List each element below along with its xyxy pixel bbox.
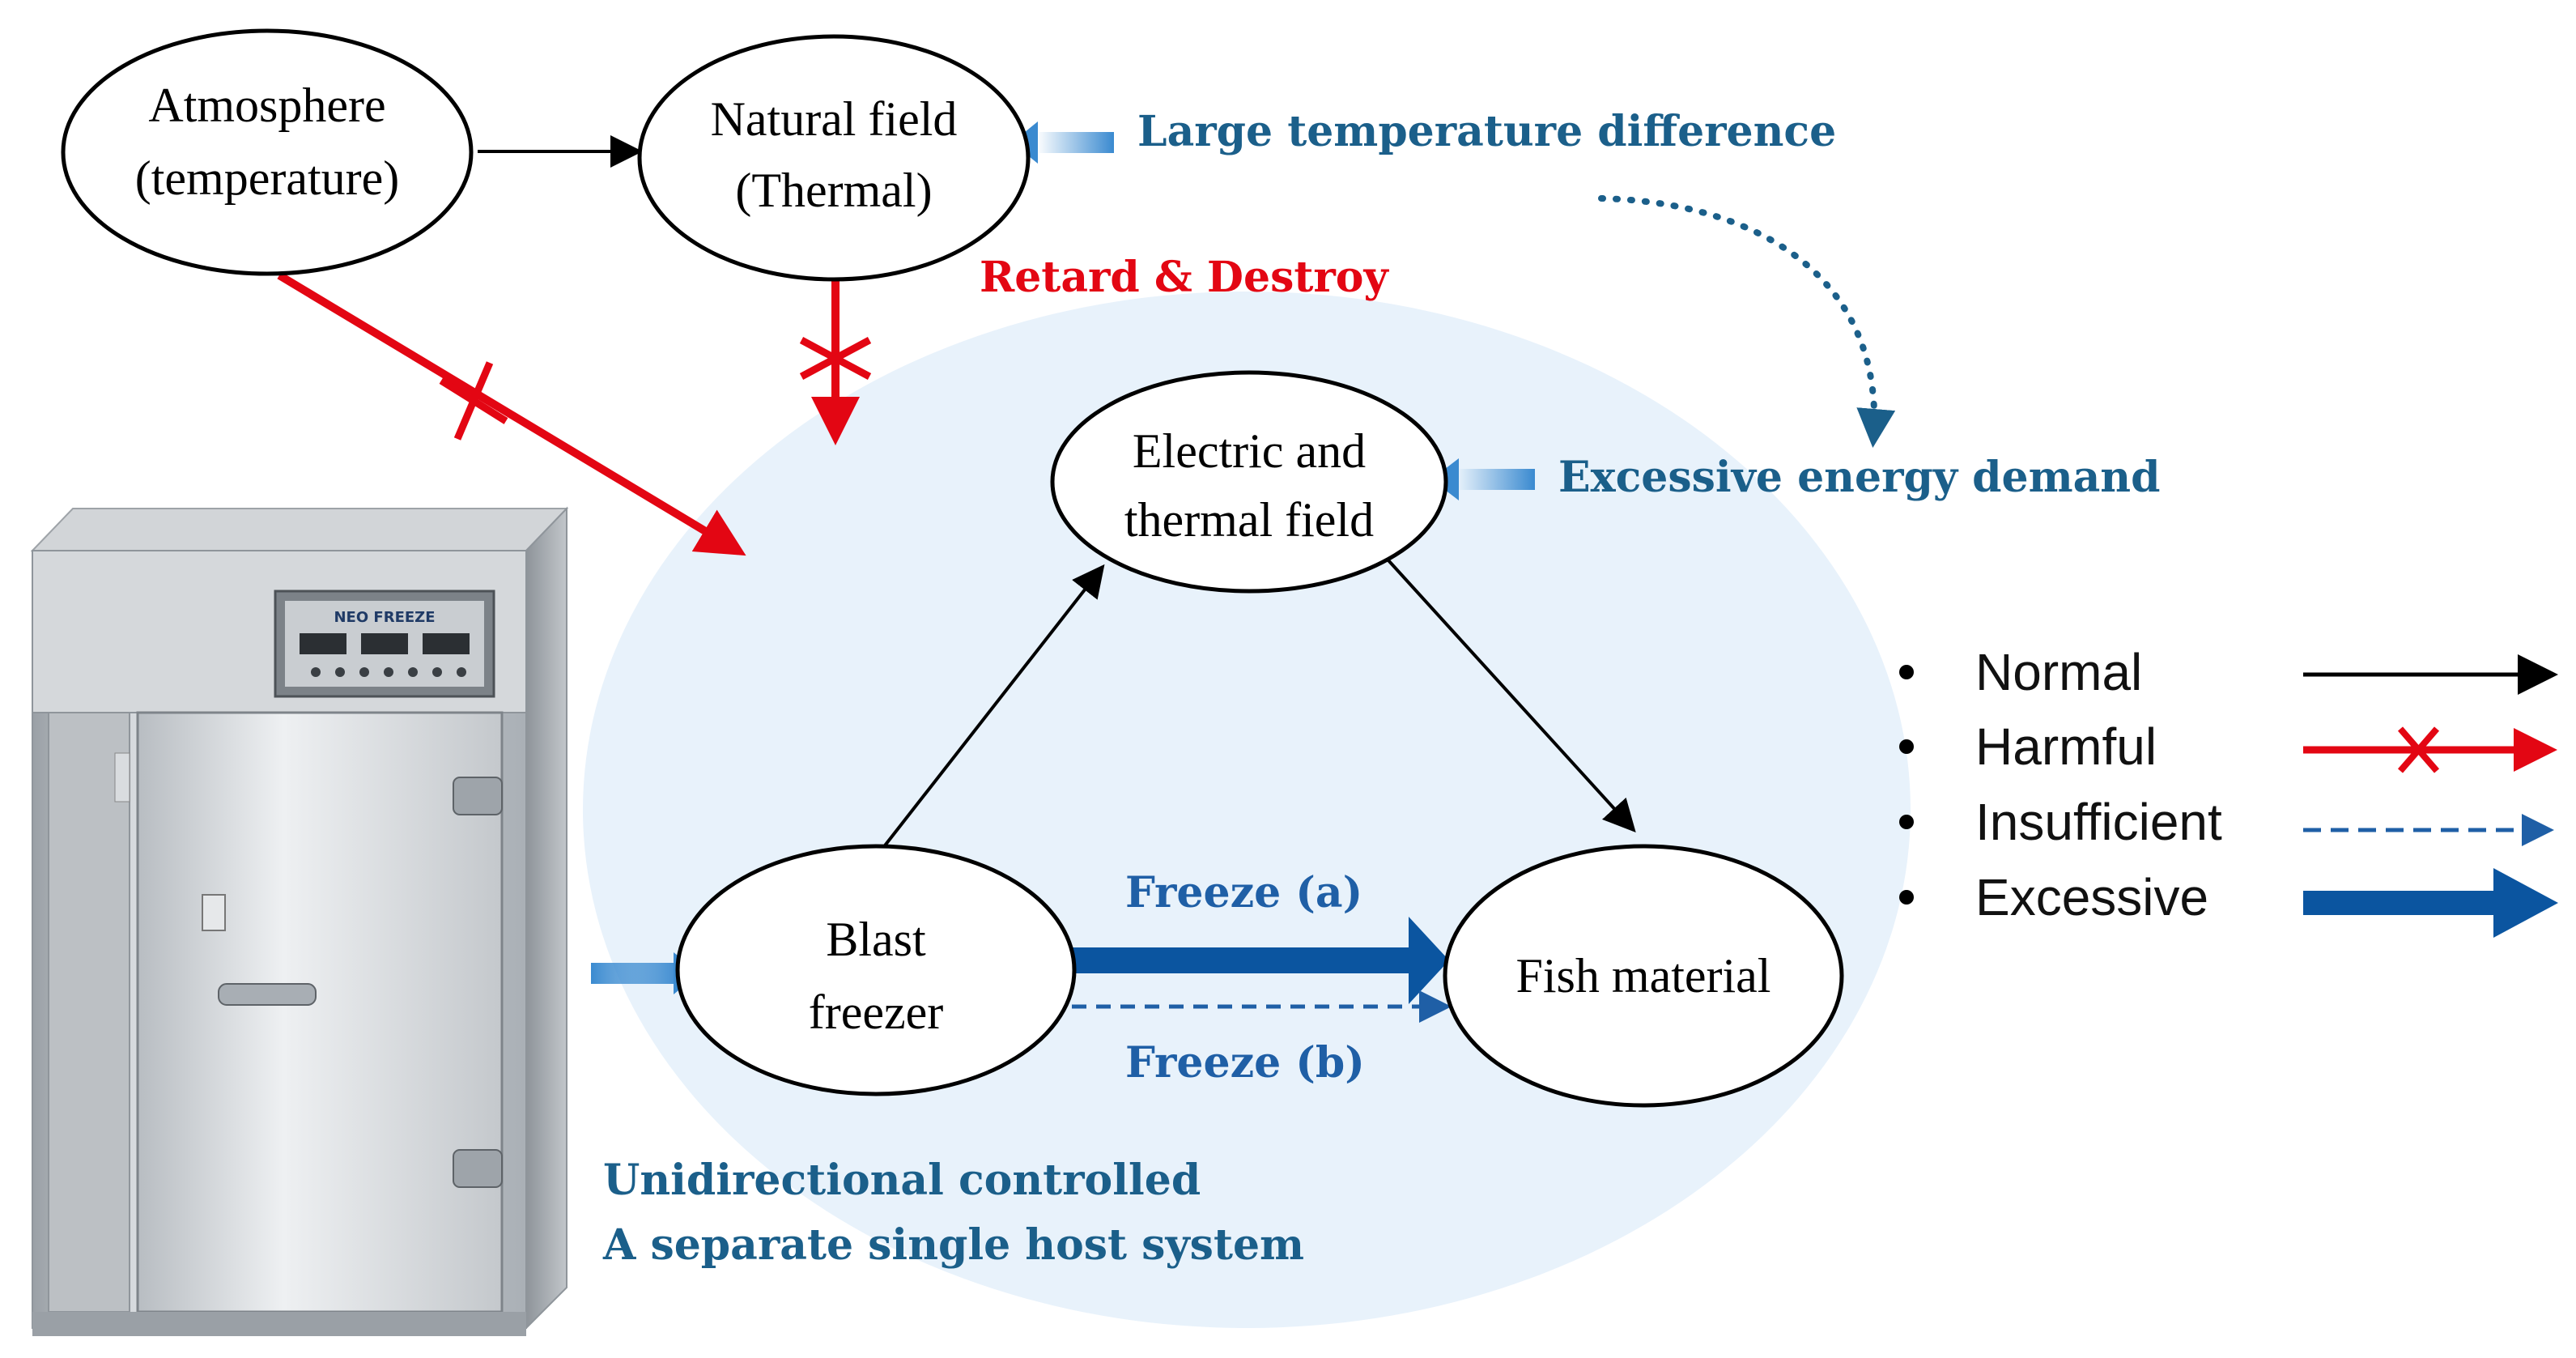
node-natural-field-line1: Natural field [711, 92, 958, 146]
node-blast-freezer: Blast freezer [675, 844, 1077, 1096]
freezer-door [136, 711, 504, 1313]
edge-atmosphere-system-harmful [277, 271, 746, 556]
door-handle [218, 983, 317, 1006]
node-atmosphere-line1: Atmosphere [148, 79, 385, 132]
node-electric-thermal-field: Electric and thermal field [1050, 370, 1448, 594]
edge-freeze-a-excessive [1072, 917, 1449, 1004]
edge-electric-field-fish-material [1387, 559, 1636, 832]
legend-label-harmful: Harmful [1975, 717, 2157, 776]
legend-harmful-cross-mark [2397, 726, 2440, 773]
node-blast-freezer-line1: Blast [826, 913, 926, 966]
node-electric-field-line1: Electric and [1133, 424, 1366, 478]
label-excessive-energy-demand: Excessive energy demand [1558, 453, 2160, 502]
label-large-temperature-difference: Large temperature difference [1137, 107, 1836, 156]
label-unidirectional-controlled: Unidirectional controlled [603, 1156, 1201, 1205]
legend-label-normal: Normal [1975, 643, 2142, 701]
legend-item-normal: Normal [1899, 643, 2558, 701]
label-separate-single-host-system: A separate single host system [602, 1220, 1304, 1270]
node-atmosphere-line2: (temperature) [135, 151, 399, 205]
node-natural-field-line2: (Thermal) [735, 164, 932, 217]
legend-label-excessive: Excessive [1975, 868, 2208, 926]
node-natural-field: Natural field (Thermal) [637, 34, 1031, 282]
freezer-brand-label: NEO FREEZE [334, 609, 435, 626]
blast-freezer-illustration: NEO FREEZE [30, 506, 569, 1336]
node-atmosphere: Atmosphere (temperature) [61, 28, 474, 276]
node-electric-field-line2: thermal field [1124, 493, 1374, 547]
legend-label-insufficient: Insufficient [1975, 793, 2222, 851]
harmful-cross-mark-atmosphere [439, 361, 508, 441]
legend-item-excessive: Excessive [1899, 868, 2558, 938]
label-retard-destroy: Retard & Destroy [980, 253, 1389, 302]
label-freeze-b: Freeze (b) [1125, 1038, 1365, 1088]
harmful-cross-mark-natural-field [799, 337, 872, 380]
edge-temp-diff-to-energy-dotted [1598, 195, 1896, 448]
label-freeze-a: Freeze (a) [1125, 868, 1362, 917]
node-fish-material: Fish material [1443, 844, 1844, 1108]
edge-blast-freezer-electric-field [881, 564, 1105, 850]
legend-arrow-excessive [2303, 868, 2558, 938]
legend-item-insufficient: Insufficient [1899, 793, 2554, 851]
legend-item-harmful: Harmful [1899, 717, 2557, 776]
node-blast-freezer-line2: freezer [809, 986, 943, 1039]
node-fish-material-line1: Fish material [1516, 949, 1771, 1003]
legend: Normal Harmful Insufficient Excessive [1899, 643, 2558, 938]
